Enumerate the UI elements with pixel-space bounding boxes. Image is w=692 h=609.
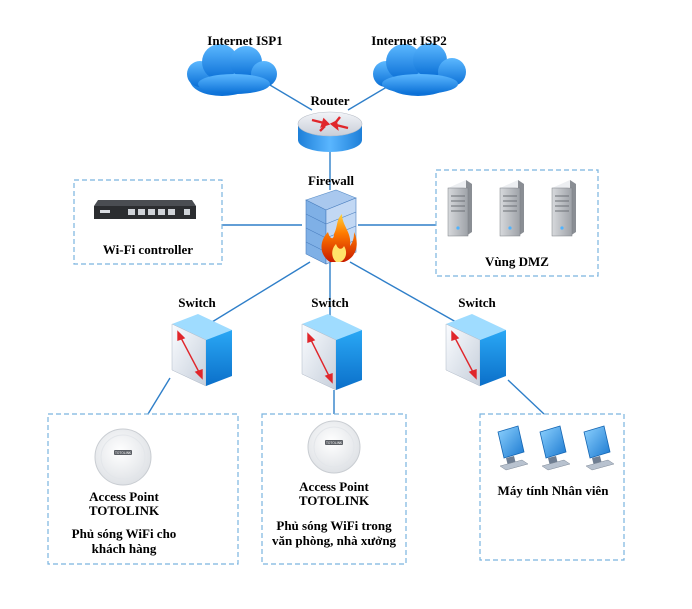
- firewall-icon: [305, 189, 357, 265]
- access-point-icon-middle: TOTOLINK: [307, 420, 361, 474]
- switch-icon-right: [445, 314, 506, 387]
- ap-left-title-line2: TOTOLINK: [89, 503, 160, 518]
- ap-left-desc-line1: Phủ sóng WiFi cho: [72, 526, 177, 541]
- ap-mid-title-line1: Access Point: [299, 479, 369, 494]
- switch-left-label: Switch: [178, 295, 216, 310]
- access-point-icon-left: TOTOLINK: [94, 428, 152, 486]
- ap-left-title-line1: Access Point: [89, 489, 159, 504]
- server-icon-2: [499, 180, 524, 237]
- ap-mid-title-line2: TOTOLINK: [299, 493, 370, 508]
- switch-middle-label: Switch: [311, 295, 349, 310]
- computer-icon-2: [539, 425, 571, 471]
- server-icon-1: [447, 180, 472, 237]
- ap-brand-logo-middle: TOTOLINK: [325, 441, 343, 445]
- ap-mid-desc-line1: Phủ sóng WiFi trong: [276, 518, 392, 533]
- ap-mid-desc-line2: văn phòng, nhà xưởng: [272, 533, 397, 548]
- switch-right-label: Switch: [458, 295, 496, 310]
- router-label: Router: [311, 93, 350, 108]
- isp1-label: Internet ISP1: [207, 33, 282, 48]
- ap-brand-logo-left: TOTOLINK: [114, 451, 132, 455]
- cloud-icon-isp1: [187, 44, 277, 96]
- server-icon-3: [551, 180, 576, 237]
- switch-icon-middle: [301, 314, 362, 391]
- wifi-controller-label: Wi-Fi controller: [103, 242, 193, 257]
- firewall-label: Firewall: [308, 173, 354, 188]
- cloud-icon-isp2: [373, 43, 466, 96]
- computer-icon-3: [583, 425, 615, 471]
- employee-computers-box: [479, 413, 625, 561]
- dmz-box: [435, 169, 599, 277]
- wifi-controller-box: [73, 179, 223, 265]
- access-point-office-box: [261, 413, 407, 565]
- dmz-label: Vùng DMZ: [485, 254, 549, 269]
- isp2-label: Internet ISP2: [371, 33, 446, 48]
- access-point-guest-box: [47, 413, 239, 565]
- router-icon: [297, 111, 363, 152]
- employee-computers-label: Máy tính Nhân viên: [498, 483, 610, 498]
- computer-icon-1: [497, 425, 529, 471]
- switch-icon-left: [171, 314, 232, 387]
- wifi-controller-icon: [94, 200, 196, 219]
- ap-left-desc-line2: khách hàng: [92, 541, 157, 556]
